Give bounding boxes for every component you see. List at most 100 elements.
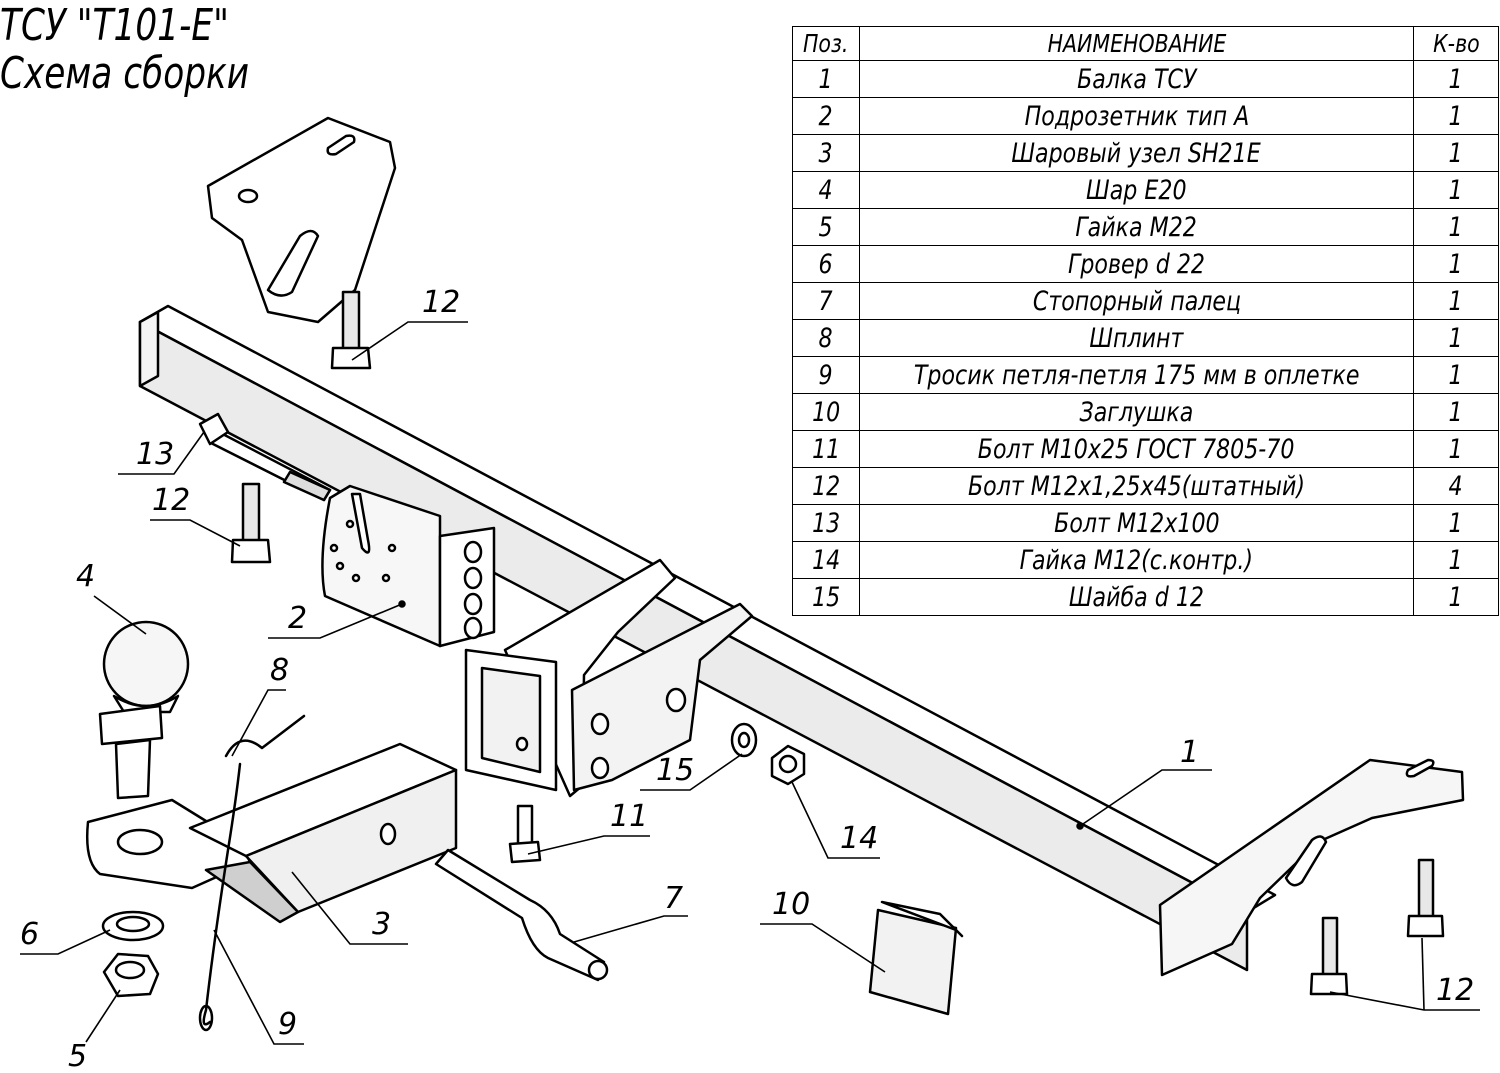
callout-14: 14 xyxy=(840,821,878,856)
bolt-12-top xyxy=(330,290,372,370)
row-qty: 1 xyxy=(1413,60,1499,98)
row-name: Стопорный палец xyxy=(859,282,1414,320)
callout-1: 1 xyxy=(1180,735,1199,770)
callout-11: 11 xyxy=(610,799,648,834)
cotter-pin-and-cable xyxy=(198,714,306,1032)
callout-12-top: 12 xyxy=(422,285,460,320)
receiver-housing xyxy=(464,558,754,798)
row-name: Гровер d 22 xyxy=(859,245,1414,283)
lock-washer-6 xyxy=(101,910,165,942)
row-name: Шплинт xyxy=(859,319,1414,357)
row-name: Заглушка xyxy=(859,393,1414,431)
row-name: Шар Е20 xyxy=(859,171,1414,209)
row-name: Болт М12х1,25х45(штатный) xyxy=(859,467,1414,505)
row-pos: 12 xyxy=(792,467,860,505)
locking-pin-7 xyxy=(434,848,609,982)
row-name: Шаровый узел SH21E xyxy=(859,134,1414,172)
callout-3: 3 xyxy=(372,907,391,942)
callout-4: 4 xyxy=(76,559,95,594)
bolt-12-right-2 xyxy=(1309,916,1349,996)
callout-7: 7 xyxy=(664,881,683,916)
row-name: Болт М10х25 ГОСТ 7805-70 xyxy=(859,430,1414,468)
callout-8: 8 xyxy=(270,653,289,688)
callout-13: 13 xyxy=(136,437,174,472)
row-pos: 10 xyxy=(792,393,860,431)
row-qty: 1 xyxy=(1413,578,1499,616)
callout-9: 9 xyxy=(278,1007,297,1042)
row-pos: 2 xyxy=(792,97,860,135)
row-qty: 1 xyxy=(1413,134,1499,172)
callout-6: 6 xyxy=(20,917,39,952)
row-pos: 14 xyxy=(792,541,860,579)
header-pos: Поз. xyxy=(792,26,860,61)
tow-ball xyxy=(98,620,190,800)
row-qty: 4 xyxy=(1413,467,1499,505)
row-qty: 1 xyxy=(1413,356,1499,394)
row-pos: 11 xyxy=(792,430,860,468)
row-name: Гайка М22 xyxy=(859,208,1414,246)
row-name: Подрозетник тип А xyxy=(859,97,1414,135)
row-pos: 3 xyxy=(792,134,860,172)
bolt-12-left xyxy=(230,482,272,564)
callout-5: 5 xyxy=(68,1039,87,1073)
bolt-12-right-1 xyxy=(1406,858,1445,938)
row-qty: 1 xyxy=(1413,430,1499,468)
row-pos: 6 xyxy=(792,245,860,283)
row-qty: 1 xyxy=(1413,393,1499,431)
row-qty: 1 xyxy=(1413,208,1499,246)
receiver-box-inner xyxy=(480,666,542,774)
row-qty: 1 xyxy=(1413,282,1499,320)
right-bracket-top-slot xyxy=(1405,758,1435,778)
receiver-hole-c xyxy=(515,736,529,752)
row-name: Тросик петля-петля 175 мм в оплетке xyxy=(859,356,1414,394)
drawing-title: ТСУ "Т101-Е" xyxy=(0,0,229,51)
header-qty: К-во xyxy=(1413,26,1499,61)
ball-mount xyxy=(86,742,458,924)
left-bracket-hole xyxy=(237,188,259,204)
socket-plate xyxy=(321,484,496,648)
row-pos: 7 xyxy=(792,282,860,320)
row-qty: 1 xyxy=(1413,504,1499,542)
row-qty: 1 xyxy=(1413,541,1499,579)
row-qty: 1 xyxy=(1413,319,1499,357)
callout-10: 10 xyxy=(772,887,810,922)
row-name: Шайба d 12 xyxy=(859,578,1414,616)
row-qty: 1 xyxy=(1413,245,1499,283)
left-bracket-slot xyxy=(266,229,320,297)
callout-12-right: 12 xyxy=(1436,973,1474,1008)
beam-left-end xyxy=(138,310,160,388)
right-bracket-slot xyxy=(1284,835,1328,887)
left-bracket-top-slot xyxy=(326,134,356,156)
callout-labels: 1 2 3 4 5 6 7 8 9 10 11 12 12 12 13 14 1… xyxy=(20,285,1474,1073)
long-bolt-13 xyxy=(198,412,332,502)
row-pos: 9 xyxy=(792,356,860,394)
row-pos: 15 xyxy=(792,578,860,616)
receiver-pin-hole xyxy=(665,687,687,713)
leader-lines xyxy=(20,321,1480,1045)
bolt-11 xyxy=(508,804,542,864)
row-name: Гайка М12(с.контр.) xyxy=(859,541,1414,579)
row-pos: 1 xyxy=(792,60,860,98)
header-name: НАИМЕНОВАНИЕ xyxy=(859,26,1414,61)
callout-2: 2 xyxy=(288,601,307,636)
table-header-row: Поз. НАИМЕНОВАНИЕ К-во xyxy=(792,26,1499,61)
receiver-plate-right xyxy=(570,602,754,792)
row-qty: 1 xyxy=(1413,171,1499,209)
row-name: Балка ТСУ xyxy=(859,60,1414,98)
